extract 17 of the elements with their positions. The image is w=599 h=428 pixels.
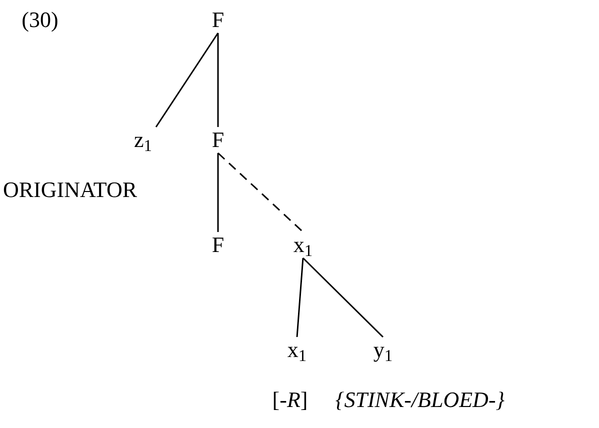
branch-line [217,153,219,232]
tree-node-label: F [208,129,228,151]
branch-line [296,258,304,338]
tree-node-label: z$_{1}$ [130,129,156,151]
example-number: (30) [22,9,58,31]
dashed-branch-line [217,152,304,233]
feature-label: ORIGINATOR [2,179,138,201]
tree-node-label: x$_{1}$ [289,234,317,256]
branch-line [155,32,219,128]
tree-node-label: y$_{1}$ [369,339,397,361]
feature-label: [-R] [272,389,308,411]
tree-node-label: F [208,9,228,31]
feature-label: {STINK-/BLOED-} [335,389,505,411]
tree-node-label: x$_{1}$ [283,339,311,361]
branch-line [302,257,384,338]
tree-node-label: F [208,234,228,256]
branch-line [217,33,219,127]
